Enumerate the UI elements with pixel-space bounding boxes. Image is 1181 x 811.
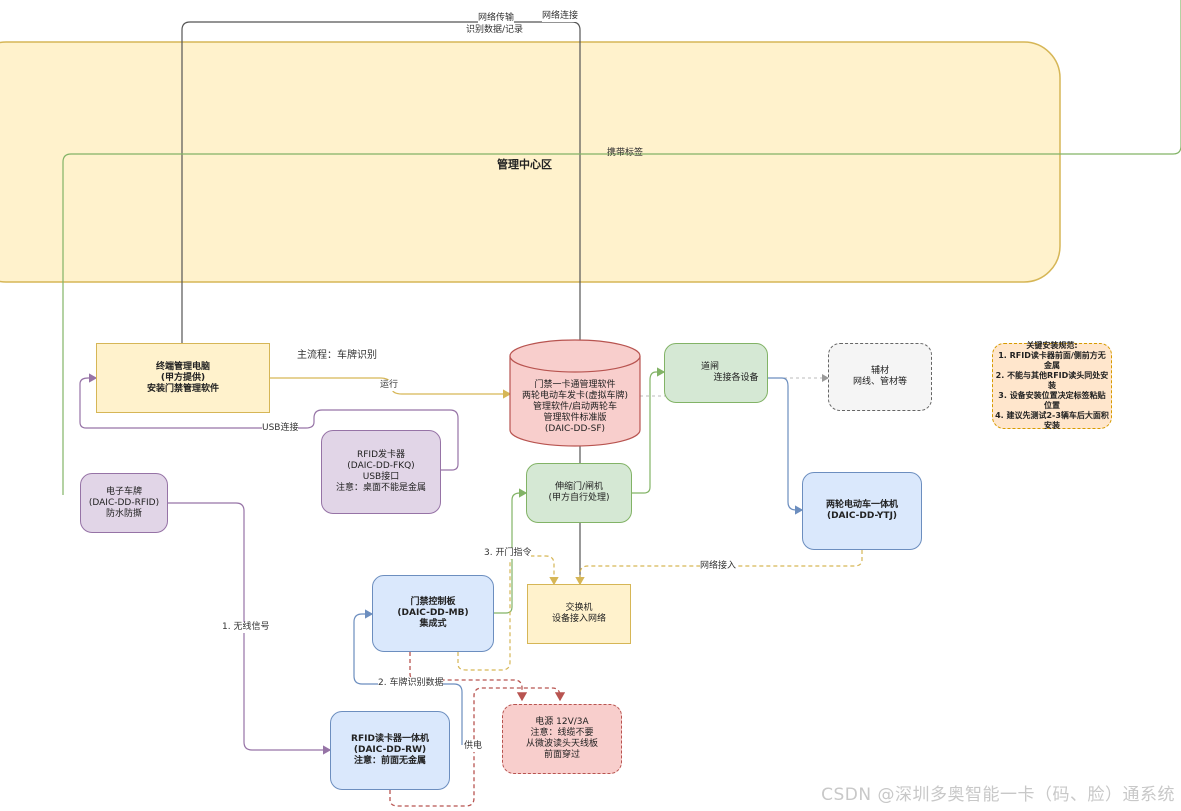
usb-connector (79, 373, 459, 471)
gate-line: 道闸 (701, 362, 720, 372)
controller-power-connector (409, 652, 528, 702)
plate-data-connector (353, 609, 463, 745)
label-carry-tag: 携带标签 (607, 148, 644, 158)
pc-line: 安装门禁管理软件 (146, 383, 219, 394)
power-line: 前面穿过 (543, 750, 580, 760)
controller-line: 门禁控制板 (410, 597, 456, 607)
electronic-tag-node: 电子车牌 (DAIC-DD-RFID) 防水防撕 (80, 473, 168, 533)
reader-line: (DAIC-DD-RW) (353, 745, 427, 755)
allinone-line: 两轮电动车一体机 (825, 500, 898, 510)
software-cylinder (509, 339, 641, 447)
issuer-line: 注意：桌面不能是金属 (335, 483, 426, 493)
notes-line: 2. 不能与其他RFID读头同处安装 (995, 371, 1109, 390)
power-line: 从微波读头天线板 (525, 739, 598, 749)
allinone-line: (DAIC-DD-YTJ) (826, 511, 898, 521)
tag-line: (DAIC-DD-RFID) (88, 497, 160, 508)
issuer-line: USB接口 (362, 472, 400, 482)
label-main-flow: 主流程：车牌识别 (297, 350, 377, 361)
access-controller-node: 门禁控制板 (DAIC-DD-MB) 集成式 (372, 575, 494, 652)
pc-line: (甲方提供) (160, 372, 206, 383)
software-line: 两轮电动车发卡(虚拟车牌) (521, 390, 629, 401)
label-plate-data: 2. 车牌识别数据 (378, 678, 444, 689)
software-line: (DAIC-DD-SF) (544, 423, 606, 434)
notes-line: 4. 建议先测试2-3辆车后大面积安装 (995, 411, 1109, 430)
software-line: 门禁一卡通管理软件 (534, 379, 616, 390)
label-net-transfer: 网络传输 (478, 13, 515, 24)
label-run: 运行 (380, 380, 399, 391)
install-notes-node: 关键安装规范: 1. RFID读卡器前面/侧前方无金属 2. 不能与其他RFID… (992, 341, 1112, 430)
net-transfer-connector (177, 21, 581, 600)
watermark: CSDN @深圳多奥智能一卡（码、脸）通系统 (821, 785, 1175, 805)
software-node: 门禁一卡通管理软件 两轮电动车发卡(虚拟车牌) 管理软件/启动两轮车 管理软件标… (510, 372, 640, 442)
gate-line: 连接各设备 (713, 373, 759, 383)
label-power-supply: 供电 (464, 741, 483, 752)
issuer-line: (DAIC-DD-FKQ) (347, 461, 415, 471)
pc-line: 终端管理电脑 (155, 361, 210, 372)
label-usb: USB连接 (262, 423, 299, 434)
notes-line: 关键安装规范: (1026, 341, 1078, 350)
rfid-issuer-node: RFID发卡器 (DAIC-DD-FKQ) USB接口 注意：桌面不能是金属 (321, 430, 441, 514)
label-wireless: 1. 无线信号 (222, 622, 270, 633)
software-line: 管理软件/启动两轮车 (532, 401, 618, 412)
allinone-node: 两轮电动车一体机 (DAIC-DD-YTJ) (802, 472, 922, 550)
label-net-connect: 网络连接 (542, 11, 579, 22)
accessory-node: 辅材 网线、管材等 (828, 343, 932, 411)
controller-line: (DAIC-DD-MB) (397, 608, 469, 618)
issuer-line: RFID发卡器 (356, 450, 405, 460)
open-cmd-connector (457, 555, 559, 671)
gate-allinone-connector (768, 377, 804, 515)
accessory-line: 网线、管材等 (852, 377, 907, 387)
power-line: 电源 12V/3A (535, 717, 589, 727)
accessory-line: 辅材 (870, 366, 889, 376)
barrier-gate-connector (632, 367, 666, 494)
barrier-node: 伸缩门/闸机 (甲方自行处理) (526, 463, 632, 523)
software-line: 管理软件标准版 (543, 412, 607, 423)
tag-line: 电子车牌 (105, 486, 142, 497)
rfid-reader-node: RFID读卡器一体机 (DAIC-DD-RW) 注意：前面无金属 (330, 711, 450, 790)
switch-line: 交换机 (565, 603, 593, 613)
terminal-pc-node: 终端管理电脑 (甲方提供) 安装门禁管理软件 (96, 343, 270, 413)
label-open-cmd: 3. 开门指令 (484, 548, 532, 559)
switch-node: 交换机 设备接入网络 (527, 584, 631, 644)
barrier-line: (甲方自行处理) (548, 493, 610, 503)
reader-line: 注意：前面无金属 (353, 756, 426, 766)
zone-title: 管理中心区 (497, 158, 552, 171)
controller-line: 集成式 (419, 619, 447, 629)
barrier-line: 伸缩门/闸机 (554, 482, 604, 492)
management-zone (0, 41, 1061, 283)
power-line: 注意：线缆不要 (530, 728, 594, 738)
reader-line: RFID读卡器一体机 (351, 734, 429, 744)
gate-node: 道闸 连接各设备 (664, 343, 768, 403)
label-record: 识别数据/记录 (466, 25, 524, 36)
power-supply-node: 电源 12V/3A 注意：线缆不要 从微波读头天线板 前面穿过 (502, 704, 622, 774)
notes-line: 3. 设备安装位置决定标签粘贴位置 (998, 391, 1106, 410)
notes-line: 1. RFID读卡器前面/侧前方无金属 (998, 351, 1106, 370)
switch-line: 设备接入网络 (551, 614, 606, 624)
label-net-access: 网络接入 (700, 561, 737, 572)
tag-line: 防水防撕 (105, 508, 142, 519)
reader-power-connector (389, 687, 566, 807)
